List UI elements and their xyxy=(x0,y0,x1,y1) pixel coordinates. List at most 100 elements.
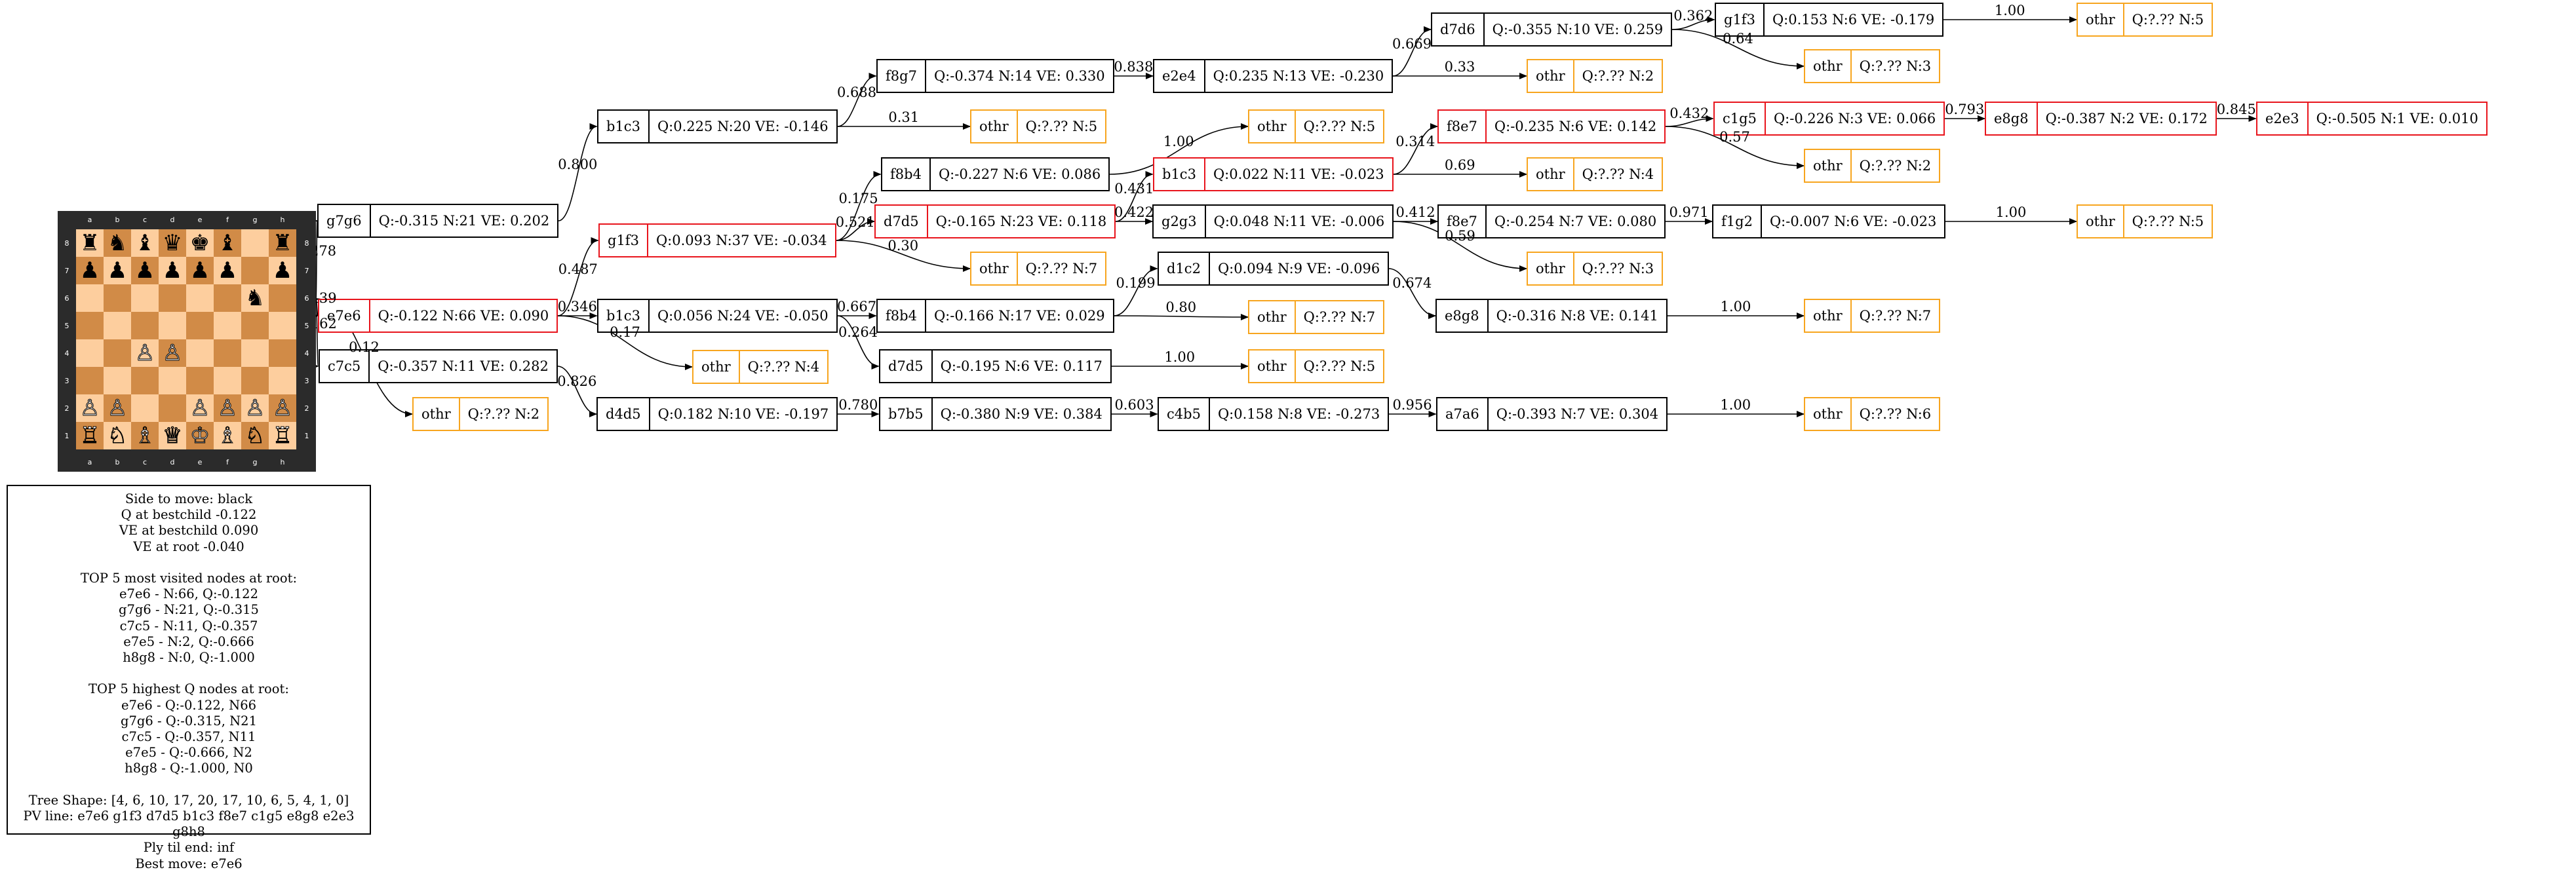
tree-edge xyxy=(837,315,880,370)
tree-edge xyxy=(836,218,875,241)
node-move: d7d5 xyxy=(876,206,928,237)
node-stats: Q:?.?? N:3 xyxy=(1582,261,1654,276)
node-move: othr xyxy=(1249,301,1296,333)
board-square: ♖ xyxy=(76,422,104,449)
chess-piece-icon: ♕ xyxy=(162,423,183,449)
info-line: e7e6 - Q:-0.122, N66 xyxy=(121,697,257,713)
info-line: PV line: e7e6 g1f3 d7d5 b1c3 f8e7 c1g5 e… xyxy=(23,808,355,840)
board-square xyxy=(159,367,186,394)
board-square xyxy=(76,284,104,312)
chess-piece-icon: ♟ xyxy=(162,257,183,284)
rank-label: 7 xyxy=(304,266,309,275)
node-move: othr xyxy=(2078,4,2124,35)
rank-label: 5 xyxy=(64,321,69,330)
tree-node: othr Q:?.?? N:5 xyxy=(970,109,1107,143)
chess-piece-icon: ♔ xyxy=(189,423,210,449)
board-square: ♝ xyxy=(214,229,241,257)
node-move: othr xyxy=(1249,111,1296,142)
node-stats: Q:-0.007 N:6 VE: -0.023 xyxy=(1769,214,1937,229)
tree-edge xyxy=(557,315,693,370)
chess-piece-icon: ♚ xyxy=(189,230,210,256)
edge-label: 0.175 xyxy=(838,190,878,206)
board-square: ♘ xyxy=(241,422,269,449)
info-line: g7g6 - N:21, Q:-0.315 xyxy=(119,602,259,618)
board-square xyxy=(269,367,296,394)
file-label: h xyxy=(280,216,285,224)
node-stats: Q:0.225 N:20 VE: -0.146 xyxy=(657,119,829,134)
rank-label: 1 xyxy=(64,431,69,440)
file-label: e xyxy=(197,216,203,224)
board-square xyxy=(241,339,269,367)
rank-label: 3 xyxy=(304,376,309,385)
node-stats: Q:-0.374 N:14 VE: 0.330 xyxy=(933,68,1105,84)
chess-piece-icon: ♘ xyxy=(107,423,128,449)
edge-label: 0.432 xyxy=(1669,105,1709,121)
board-square: ♟ xyxy=(131,257,159,284)
node-move: othr xyxy=(414,398,460,430)
board-square xyxy=(269,312,296,339)
board-square: ♞ xyxy=(104,229,131,257)
board-square xyxy=(104,284,131,312)
board-square xyxy=(159,394,186,422)
board-square xyxy=(214,367,241,394)
node-move: f8b4 xyxy=(878,300,926,332)
board-square: ♙ xyxy=(104,394,131,422)
rank-label: 1 xyxy=(304,431,309,440)
rank-label: 2 xyxy=(304,404,309,413)
edge-label: 0.31 xyxy=(888,109,920,125)
chess-piece-icon: ♙ xyxy=(79,395,100,421)
tree-edge xyxy=(1393,221,1527,272)
chess-piece-icon: ♝ xyxy=(217,230,238,256)
node-move: a7a6 xyxy=(1437,398,1489,430)
node-stats: Q:-0.227 N:6 VE: 0.086 xyxy=(938,166,1101,182)
node-stats: Q:?.?? N:4 xyxy=(1582,166,1654,182)
tree-edge xyxy=(1109,123,1249,175)
node-move: othr xyxy=(1528,60,1574,92)
node-stats: Q:-0.357 N:11 VE: 0.282 xyxy=(378,358,549,374)
node-move: f8e7 xyxy=(1439,111,1487,142)
node-stats: Q:0.093 N:37 VE: -0.034 xyxy=(655,233,827,248)
info-line: VE at bestchild 0.090 xyxy=(119,523,259,539)
node-stats: Q:0.094 N:9 VE: -0.096 xyxy=(1217,261,1380,276)
node-move: e2e3 xyxy=(2257,103,2309,134)
board-square: ♜ xyxy=(269,229,296,257)
node-move: g7g6 xyxy=(319,205,371,237)
edge-label: 0.793 xyxy=(1945,102,1985,117)
node-stats: Q:0.182 N:10 VE: -0.197 xyxy=(657,406,829,422)
info-line: TOP 5 highest Q nodes at root: xyxy=(88,681,289,697)
node-move: othr xyxy=(1805,398,1852,430)
node-move: othr xyxy=(1805,150,1852,181)
node-stats: Q:?.?? N:5 xyxy=(1303,119,1376,134)
tree-edge xyxy=(309,218,318,299)
node-move: othr xyxy=(971,111,1018,142)
node-move: c1g5 xyxy=(1715,103,1766,134)
chess-piece-icon: ♖ xyxy=(272,423,293,449)
edge-label: 0.17 xyxy=(610,324,640,340)
chess-piece-icon: ♟ xyxy=(107,257,128,284)
file-label: b xyxy=(115,216,120,224)
edge-label: 0.826 xyxy=(557,373,597,389)
rank-label: 2 xyxy=(64,404,69,413)
info-line: h8g8 - Q:-1.000, N0 xyxy=(125,761,253,776)
node-move: e7e6 xyxy=(319,300,370,332)
node-stats: Q:?.?? N:5 xyxy=(1025,119,1098,134)
edge-label: 0.956 xyxy=(1392,397,1432,413)
board-squares: ♜♞♝♛♚♝♜♟♟♟♟♟♟♟♞♙♙♙♙♙♙♙♙♖♘♗♕♔♗♘♖ xyxy=(76,229,296,449)
board-square: ♙ xyxy=(241,394,269,422)
edge-label: 1.00 xyxy=(1164,349,1196,365)
edge-label: 0.845 xyxy=(2216,102,2256,117)
tree-edge xyxy=(1665,126,1805,169)
edge-label: 0.199 xyxy=(1116,275,1156,291)
node-move: othr xyxy=(1528,159,1574,190)
info-line xyxy=(8,777,370,793)
